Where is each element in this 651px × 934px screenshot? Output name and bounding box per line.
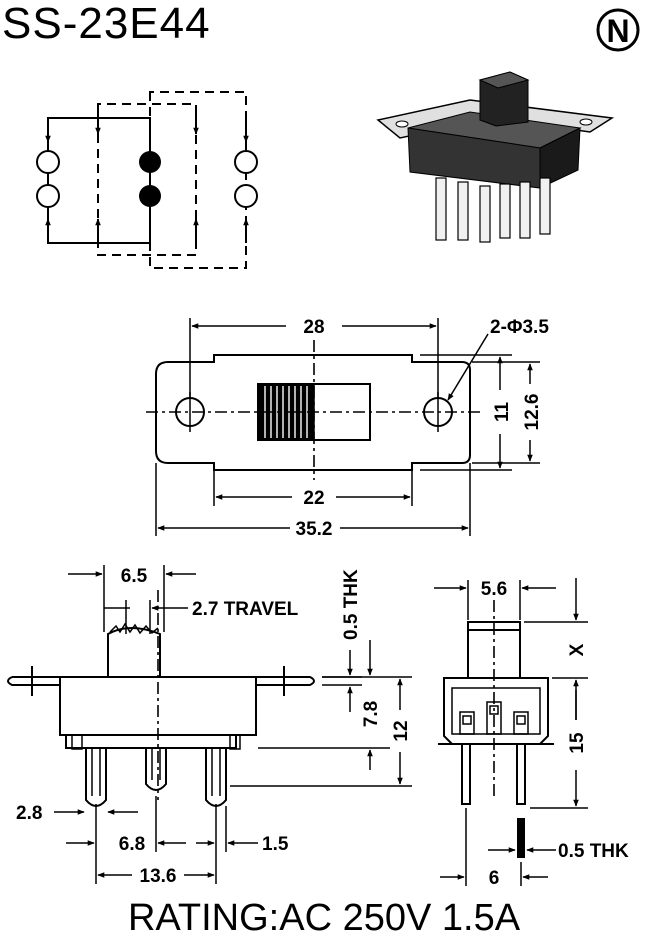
dim-end-knob-width: 5.6 — [481, 579, 507, 600]
dim-frame-thickness: 0.5 THK — [341, 569, 362, 640]
dim-height-to-pins: 12 — [391, 720, 412, 741]
brand-logo: N — [596, 8, 640, 52]
dim-body-height: 7.8 — [361, 701, 382, 727]
dim-knob-width: 6.5 — [121, 566, 148, 587]
rating-label: RATING:AC 250V 1.5A — [128, 897, 521, 934]
dim-pin-slot: 1.5 — [262, 834, 289, 855]
dim-overall-width: 35.2 — [296, 519, 333, 540]
dim-pin-pitch: 6.8 — [119, 834, 145, 855]
switch-3d-illustration — [376, 71, 615, 243]
circuit-schematic — [36, 91, 258, 269]
dim-body-to-pin: 15 — [567, 732, 588, 754]
dim-pin-width: 2.8 — [16, 803, 42, 824]
dim-inner-width: 22 — [303, 488, 324, 509]
dim-pin-row-spacing: 6 — [489, 868, 500, 889]
dim-pin-span: 13.6 — [140, 866, 177, 887]
dim-outer-height: 12.6 — [522, 394, 543, 431]
dim-hole-spec: 2-Φ3.5 — [490, 317, 549, 338]
brand-logo-letter: N — [606, 13, 629, 49]
end-view: 5.6 X 15 0.5 THK 6 — [434, 578, 629, 889]
dim-knob-height: X — [567, 643, 588, 656]
top-view: 28 2-Φ3.5 11 12.6 22 35.2 — [146, 317, 549, 540]
dim-pin-thickness: 0.5 THK — [558, 841, 629, 862]
model-title: SS-23E44 — [2, 0, 211, 48]
dim-travel: 2.7 TRAVEL — [192, 599, 299, 620]
dim-hole-spacing: 28 — [303, 317, 324, 338]
side-view: 6.5 2.7 TRAVEL 0.5 THK 7.8 12 2.8 — [7, 565, 412, 887]
dim-inner-height: 11 — [492, 402, 513, 423]
